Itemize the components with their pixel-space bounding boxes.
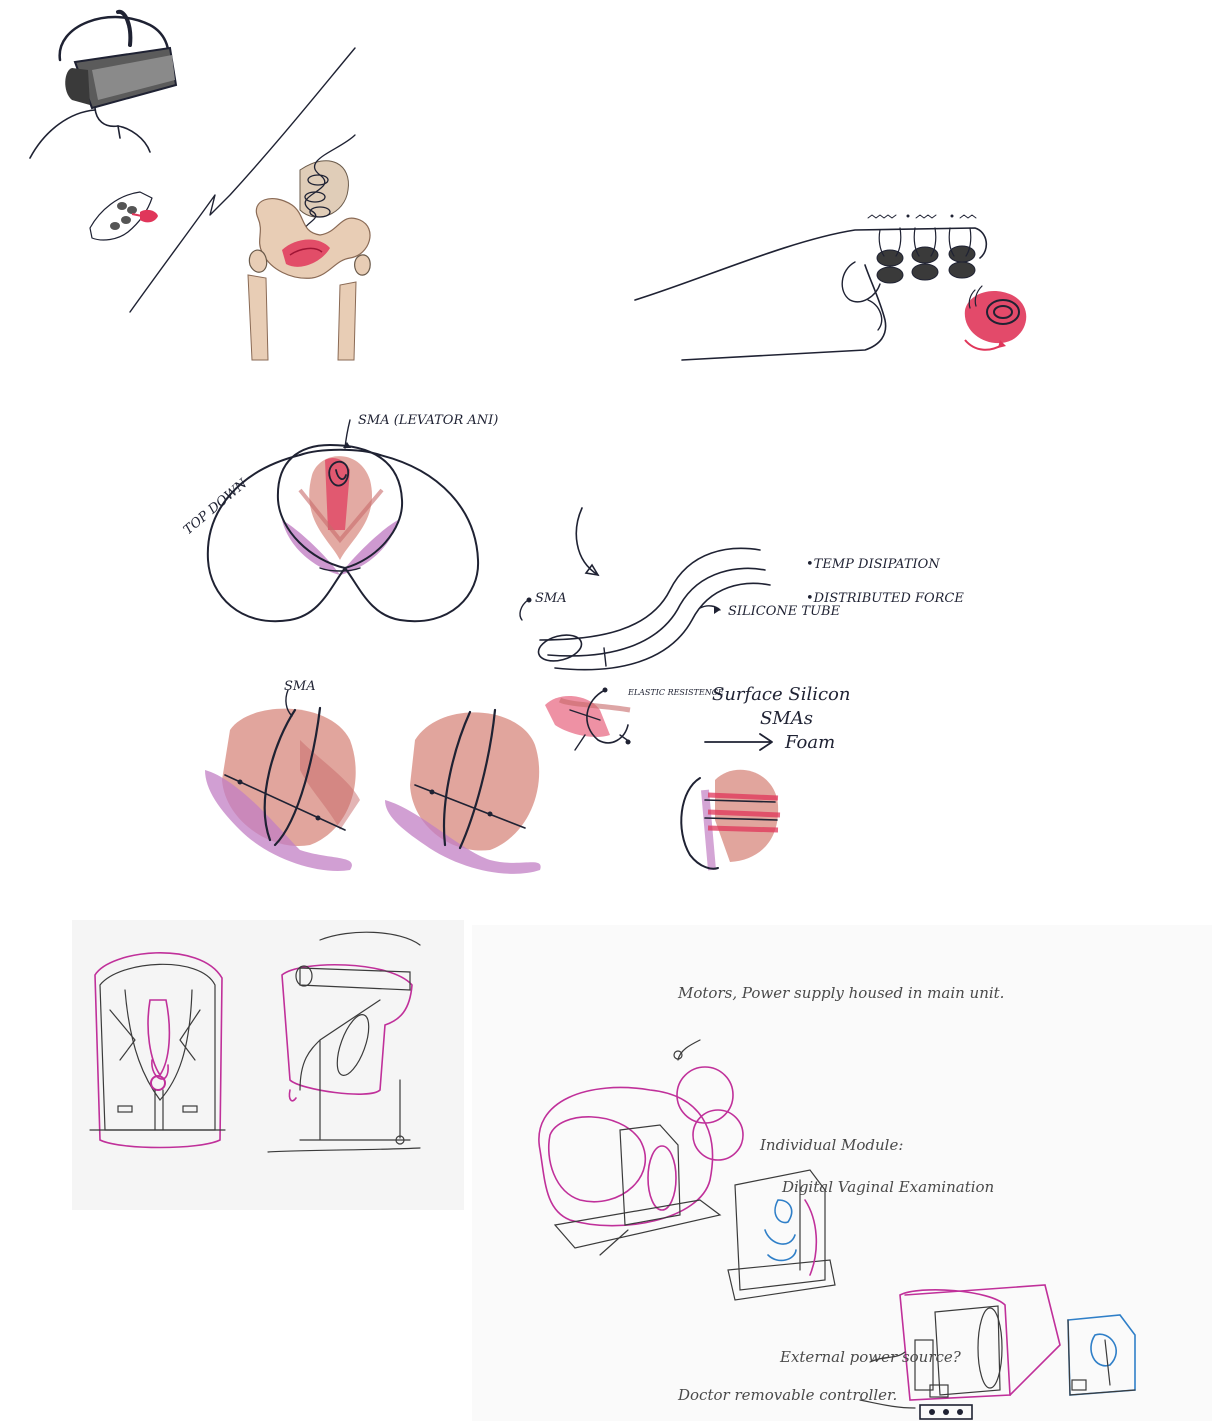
- elastic-resistance-sketch: [545, 688, 631, 751]
- label-smas: SMAs: [760, 708, 813, 729]
- foam-arrow: [705, 734, 772, 750]
- label-digital-exam: Digital Vaginal Examination: [781, 1178, 994, 1196]
- muscle-sma-sketch-right: [385, 710, 541, 874]
- label-temp-dissipation: •TEMP DISIPATION: [806, 557, 940, 572]
- glove-hand-sketch: [90, 192, 158, 240]
- layered-surface-sketch: [681, 770, 780, 870]
- finger-ring-sketch: [635, 215, 1026, 361]
- label-motors-note-text: Motors, Power supply housed in main unit…: [677, 984, 1004, 1002]
- label-motors-note: Motors, Power supply housed in main unit…: [677, 984, 1004, 1002]
- label-top-down: TOP DOWN: [181, 476, 251, 538]
- label-elastic-resistance: ELASTIC RESISTENCE: [627, 688, 724, 697]
- label-distributed-force: •DISTRIBUTED FORCE: [806, 591, 964, 606]
- label-surface-silicon: Surface Silicon: [712, 684, 851, 705]
- top-down-pelvic-sketch: [208, 420, 478, 621]
- label-sma-levator: SMA (LEVATOR ANI): [358, 413, 498, 428]
- curved-arrow: [576, 508, 598, 575]
- label-sma-tube: SMA: [535, 591, 567, 606]
- label-external-power: External power source?: [779, 1348, 962, 1366]
- pelvis-sketch: [248, 135, 370, 360]
- muscle-sma-sketch-left: [205, 690, 360, 871]
- label-silicone-tube: SILICONE TUBE: [728, 604, 841, 619]
- vr-headset-sketch: [30, 12, 176, 158]
- label-sma-muscle: SMA: [284, 679, 316, 694]
- label-individual-module: Individual Module:: [759, 1136, 903, 1154]
- pencil-sketch-paper-left: [72, 920, 464, 1210]
- label-foam: Foam: [784, 732, 835, 753]
